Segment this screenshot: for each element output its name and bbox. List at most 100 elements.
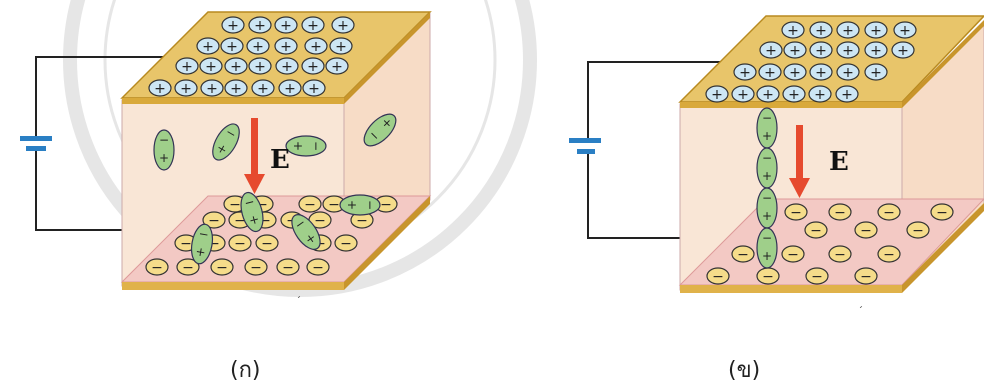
minus-charge: − — [228, 234, 252, 252]
dipole-particle: −+ — [756, 187, 778, 229]
svg-text:+: + — [307, 18, 319, 34]
dipole-particle: −+ — [212, 123, 240, 161]
svg-text:−: − — [180, 236, 192, 252]
svg-text:+: + — [762, 169, 772, 183]
svg-text:−: − — [762, 151, 772, 165]
svg-text:−: − — [860, 269, 872, 285]
svg-text:+: + — [205, 59, 217, 75]
bottom-plate-edge — [122, 282, 344, 290]
top-plate-side-edge — [902, 20, 984, 108]
svg-text:−: − — [304, 197, 316, 213]
top-plate-charges: +++++++++++++++++++++++++ — [148, 16, 355, 97]
svg-text:+: + — [870, 43, 882, 59]
svg-text:−: − — [356, 213, 368, 229]
plus-charge: + — [248, 57, 272, 75]
svg-text:−: − — [762, 269, 774, 285]
svg-text:−: − — [883, 205, 895, 221]
svg-text:+: + — [789, 65, 801, 81]
svg-text:+: + — [762, 249, 772, 263]
svg-text:−: − — [309, 141, 323, 151]
battery-icon — [569, 138, 601, 154]
minus-charge: − — [877, 245, 901, 263]
dipole-particle: −+ — [756, 107, 778, 149]
plus-charge: + — [836, 63, 860, 81]
plus-charge: + — [174, 79, 198, 97]
svg-text:+: + — [252, 39, 264, 55]
plus-charge: + — [304, 37, 328, 55]
svg-text:+: + — [280, 18, 292, 34]
dipole-particle: −+ — [756, 227, 778, 269]
svg-text:−: − — [737, 247, 749, 263]
svg-text:−: − — [834, 205, 846, 221]
plus-charge: + — [782, 85, 806, 103]
plus-charge: + — [836, 21, 860, 39]
field-label: E — [829, 147, 849, 177]
svg-text:+: + — [815, 43, 827, 59]
plus-charge: + — [196, 37, 220, 55]
plus-charge: + — [836, 41, 860, 59]
dipole-particle: +− — [363, 113, 397, 147]
minus-charge: − — [298, 195, 322, 213]
plus-charge: + — [248, 16, 272, 34]
svg-text:+: + — [842, 65, 854, 81]
minus-charge: − — [854, 267, 878, 285]
svg-text:+: + — [291, 141, 305, 151]
svg-text:−: − — [762, 111, 772, 125]
plus-charge: + — [246, 37, 270, 55]
svg-text:−: − — [259, 213, 271, 229]
svg-text:+: + — [181, 59, 193, 75]
plus-charge: + — [893, 21, 917, 39]
svg-text:+: + — [180, 81, 192, 97]
svg-text:+: + — [815, 65, 827, 81]
svg-text:+: + — [254, 59, 266, 75]
dipole-particle: −+ — [291, 214, 321, 250]
bottom-plate-edge — [680, 285, 902, 293]
caption-a: (ก) — [230, 358, 261, 383]
svg-text:−: − — [314, 213, 326, 229]
svg-text:−: − — [208, 236, 220, 252]
svg-text:+: + — [739, 65, 751, 81]
svg-text:+: + — [841, 87, 853, 103]
svg-text:−: − — [328, 197, 340, 213]
svg-text:+: + — [711, 87, 723, 103]
svg-text:+: + — [154, 81, 166, 97]
svg-text:+: + — [814, 87, 826, 103]
svg-text:−: − — [234, 213, 246, 229]
panel-b: +++++++++++++++++++++++ −−−−−−−−−−−−−−− … — [569, 15, 984, 317]
plus-charge: + — [756, 85, 780, 103]
plus-charge: + — [274, 37, 298, 55]
svg-text:+: + — [230, 81, 242, 97]
plus-charge: + — [705, 85, 729, 103]
svg-text:+: + — [842, 43, 854, 59]
svg-text:+: + — [194, 244, 206, 260]
plus-charge: + — [221, 16, 245, 34]
minus-charge: − — [731, 245, 755, 263]
plus-charge: + — [301, 16, 325, 34]
plus-charge: + — [809, 63, 833, 81]
svg-text:+: + — [307, 59, 319, 75]
minus-charge: − — [784, 203, 808, 221]
svg-text:−: − — [340, 236, 352, 252]
svg-text:+: + — [247, 212, 260, 228]
top-plate-edge — [680, 102, 902, 108]
svg-text:+: + — [762, 209, 772, 223]
svg-text:+: + — [284, 81, 296, 97]
plus-charge: + — [759, 41, 783, 59]
plus-charge: + — [224, 57, 248, 75]
plus-charge: + — [325, 57, 349, 75]
minus-charge: − — [781, 245, 805, 263]
plus-charge: + — [148, 79, 172, 97]
svg-text:−: − — [256, 197, 268, 213]
svg-text:−: − — [810, 223, 822, 239]
plus-charge: + — [175, 57, 199, 75]
minus-charge: − — [276, 258, 300, 276]
svg-text:−: − — [198, 226, 210, 242]
svg-text:−: − — [883, 247, 895, 263]
plus-charge: + — [809, 21, 833, 39]
svg-text:−: − — [159, 133, 169, 147]
svg-text:−: − — [261, 236, 273, 252]
svg-text:+: + — [308, 81, 320, 97]
plus-charge: + — [758, 63, 782, 81]
plus-charge: + — [224, 79, 248, 97]
